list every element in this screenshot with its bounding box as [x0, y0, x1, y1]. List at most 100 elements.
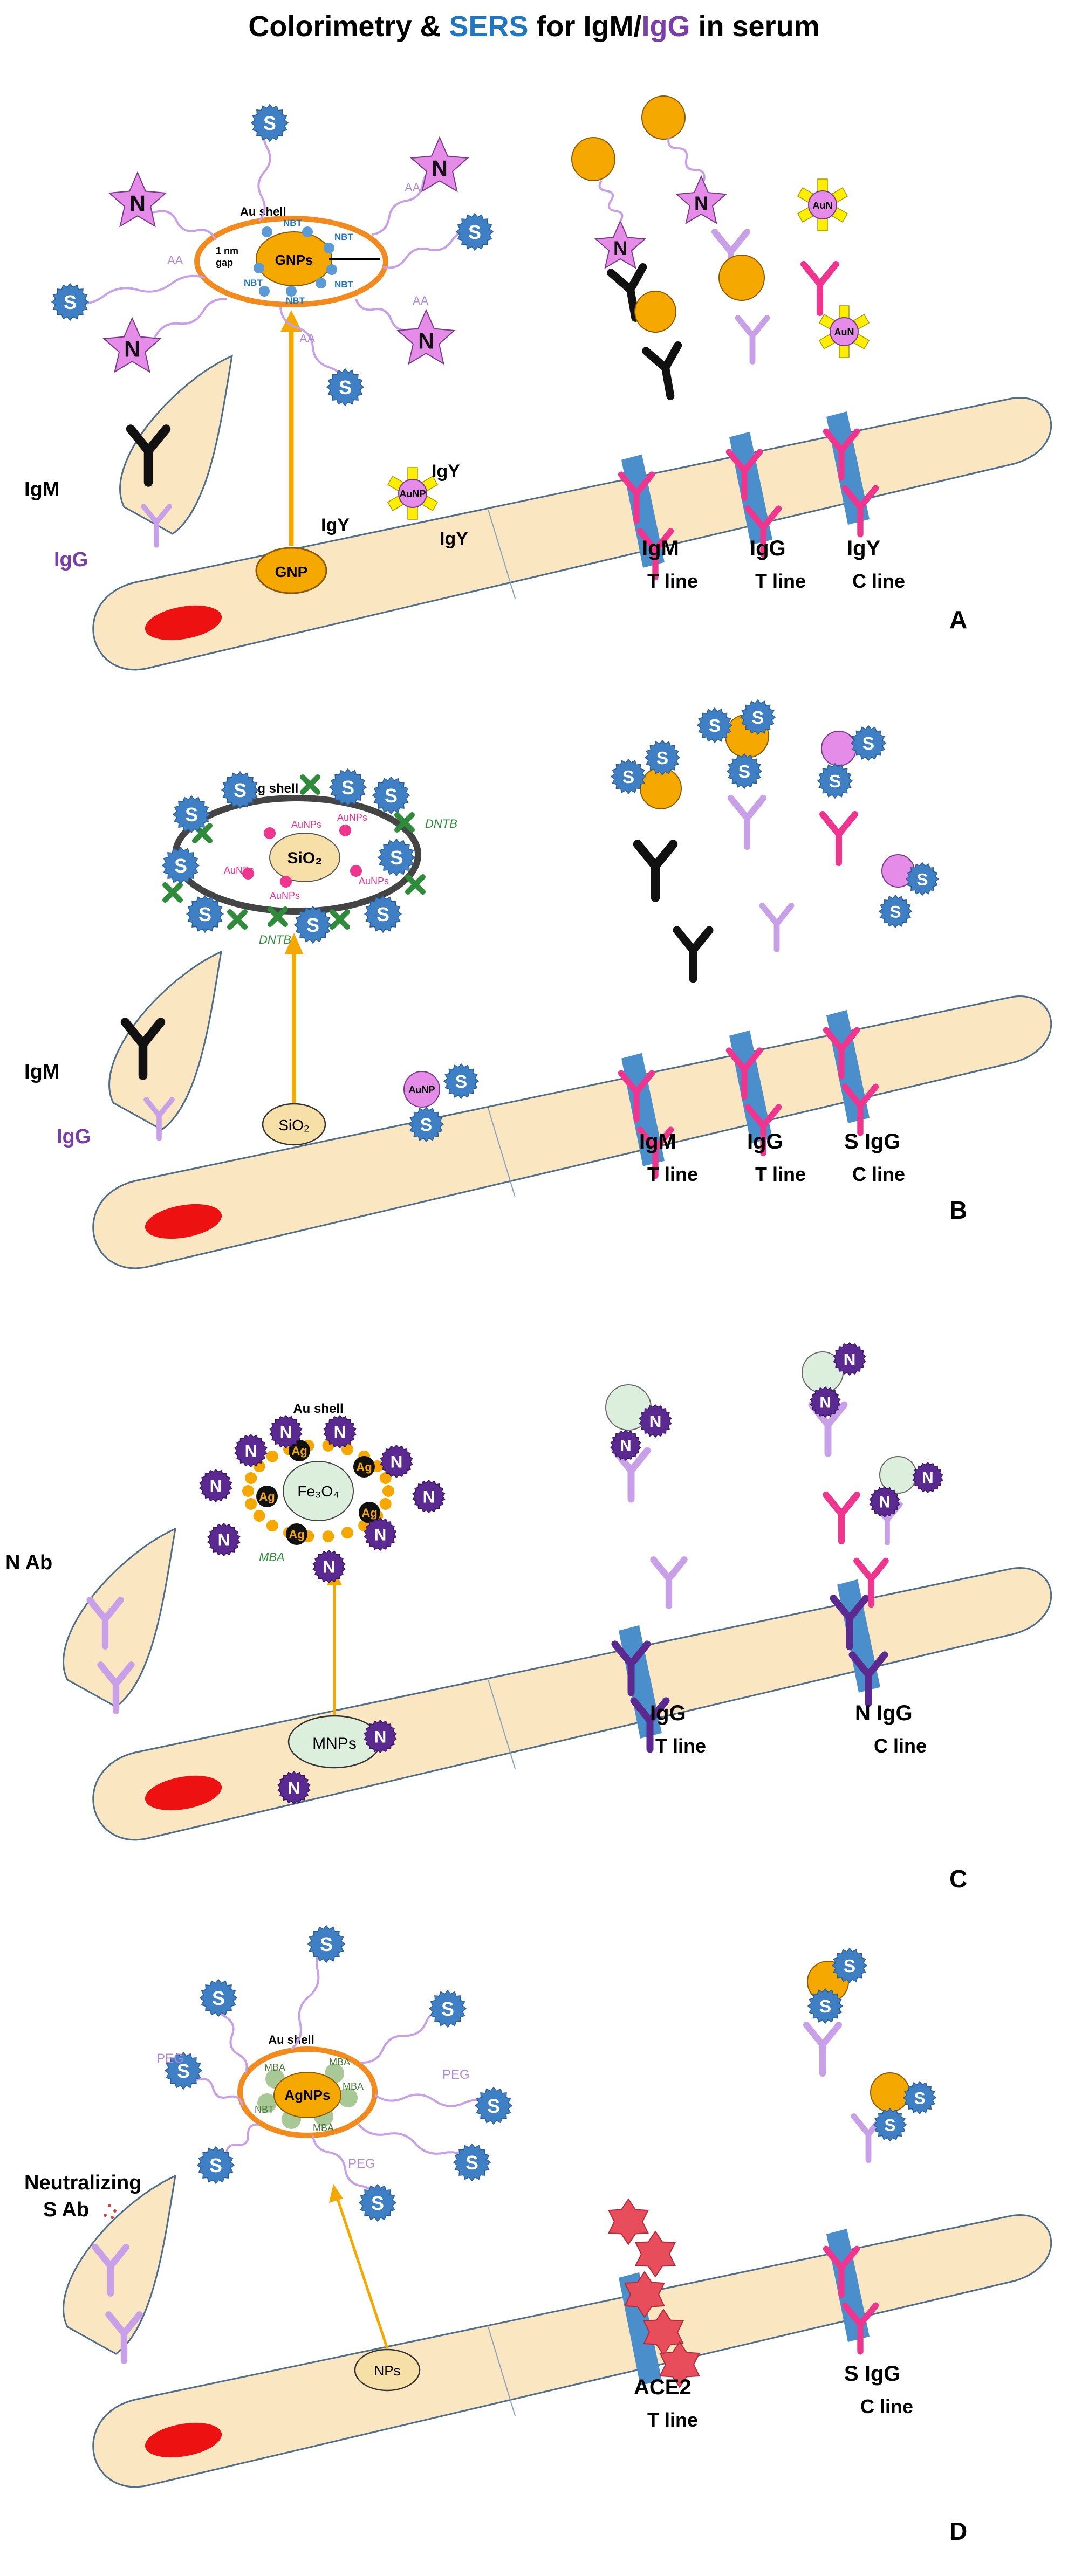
sample-droplet — [63, 2174, 176, 2355]
linker-chain — [279, 307, 346, 388]
test-line-band — [837, 1579, 880, 1693]
spike-protein-icon — [873, 2107, 907, 2142]
nucleocapsid-icon — [810, 1386, 841, 1418]
test-line-type: T line — [647, 1163, 698, 1185]
aa-linker-label: AA — [167, 253, 183, 267]
antibody-arms — [841, 485, 879, 538]
spike-label: S — [263, 113, 276, 134]
nucleocapsid-icon — [364, 1719, 397, 1754]
spike-label: S — [212, 1988, 225, 2009]
aunps-label: AuNPs — [224, 865, 254, 876]
spike-protein-icon — [408, 1106, 444, 1143]
au-shell-label: Au shell — [293, 1402, 343, 1416]
aunps-label: AuNPs — [291, 819, 321, 830]
title-text-3: in serum — [690, 10, 820, 43]
nbt-reporter-dot — [286, 286, 297, 297]
sio2-pad-label: SiO₂ — [278, 1117, 310, 1134]
n-antigen-label: N — [613, 237, 627, 259]
antibody-arms — [618, 471, 655, 524]
nucleocapsid-icon — [312, 1549, 346, 1584]
test-line-type: C line — [852, 1163, 905, 1185]
nucleocapsid-label: N — [391, 1452, 403, 1471]
test-strip — [92, 995, 1052, 1269]
nucleocapsid-icon — [380, 1444, 413, 1479]
sample-droplet — [119, 354, 233, 535]
test-line-band — [621, 1053, 665, 1166]
test-line-band — [621, 454, 665, 568]
spike-protein-icon — [172, 795, 211, 834]
sio2-core-label: SiO₂ — [287, 849, 322, 867]
dntb-label-2: DNTB — [259, 933, 291, 946]
panel-letter-a: A — [949, 606, 967, 634]
gold-np-icon — [640, 767, 682, 809]
test-line-band — [619, 1625, 662, 1739]
sample-sab-label: S Ab — [43, 2199, 89, 2221]
gap-label: 1 nm — [216, 245, 238, 256]
sample-pad — [145, 2422, 222, 2458]
ag-dot-icon — [256, 1486, 278, 1507]
mba-label-2: MBA — [329, 2057, 350, 2067]
au-shell-dot — [379, 1472, 392, 1485]
igg-antibody-icon — [143, 1097, 175, 1141]
dntb-reporter-icon — [330, 909, 350, 930]
title-igg: IgG — [641, 10, 690, 43]
au-shell-dot — [341, 1527, 354, 1539]
dntb-reporter-icon — [394, 812, 415, 833]
spike-protein-icon — [905, 862, 940, 896]
n-antigen-star-icon — [396, 308, 456, 365]
aunp-core — [830, 317, 859, 346]
pad-divider — [488, 509, 516, 599]
nucleocapsid-icon — [639, 1404, 672, 1438]
spike-label: S — [709, 716, 721, 736]
dntb-reporter-icon — [300, 774, 320, 795]
antibody-arms — [848, 1651, 888, 1707]
n-antigen-star-icon — [102, 317, 162, 373]
test-line-name: IgM — [639, 1130, 676, 1153]
ag-dot-label: Ag — [356, 1460, 372, 1474]
au-shell-dot — [379, 1497, 392, 1510]
aunp-label: AuN — [834, 327, 854, 338]
antibody-arms — [673, 926, 714, 983]
antibody-arms — [728, 795, 766, 850]
antibody-arms — [86, 1597, 124, 1650]
spike-protein-icon — [328, 768, 367, 807]
nucleocapsid-label: N — [334, 1422, 346, 1441]
spike-protein-icon — [610, 758, 647, 795]
au-shell-dot — [382, 1485, 394, 1497]
dot-marker — [104, 2214, 107, 2217]
pad-divider — [488, 1108, 516, 1198]
spike-label: S — [376, 904, 389, 925]
spike-protein-icon — [850, 725, 887, 761]
nbt-reporter-dot — [254, 263, 264, 273]
capture-antibody-icon-2 — [618, 471, 655, 524]
sample-igg-label: IgG — [54, 548, 88, 571]
ace2-receptor-icon — [635, 2230, 676, 2278]
antibody-arms — [633, 840, 678, 902]
capture-antibody-icon-2 — [725, 1047, 763, 1100]
nbt-reporter-dot — [259, 286, 270, 297]
ag-dot-icon — [286, 1523, 307, 1545]
n-antigen-label: N — [129, 191, 146, 216]
antibody-arms — [120, 1018, 166, 1080]
agnp-label: AgNPs — [284, 2087, 330, 2103]
test-strip — [92, 397, 1052, 671]
nucleocapsid-icon — [833, 1342, 866, 1376]
flow-arrow-head — [329, 2184, 343, 2203]
nucleocapsid-label: N — [323, 1557, 336, 1576]
np-pad-label: NPs — [374, 2362, 400, 2379]
spike-protein-icon — [902, 2080, 937, 2115]
gap-label-2: gap — [216, 257, 233, 268]
gold-np-icon-3 — [641, 95, 686, 140]
test-line-type: T line — [755, 1163, 806, 1185]
mba-label-3: MBA — [343, 2081, 364, 2092]
nucleocapsid-label: N — [649, 1411, 662, 1431]
test-line-band — [826, 411, 870, 525]
spike-label: S — [385, 785, 398, 807]
captured-igg-icon — [728, 795, 766, 850]
nucleocapsid-label: N — [879, 1494, 890, 1512]
antibody-arms — [841, 1083, 879, 1136]
captured-igg-icon-2 — [735, 315, 770, 365]
nucleocapsid-icon — [412, 1479, 446, 1514]
linker-chain — [667, 137, 706, 181]
